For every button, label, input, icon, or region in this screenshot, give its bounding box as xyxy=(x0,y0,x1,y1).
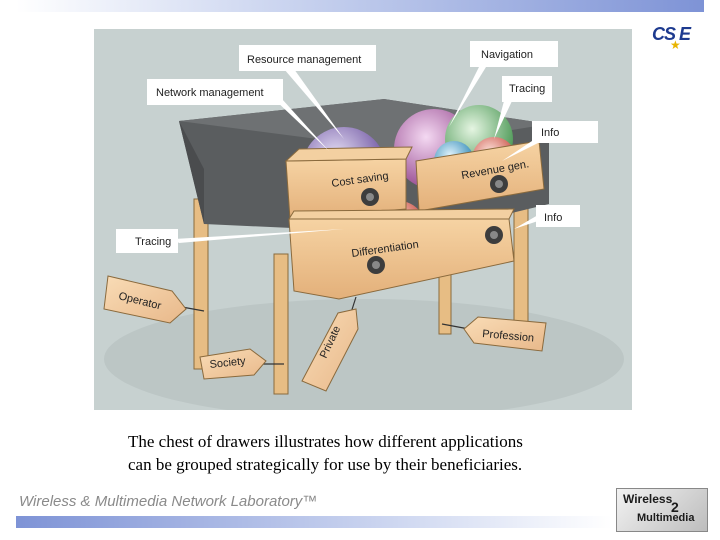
drawer-revenue-gen xyxy=(415,140,545,212)
star-icon: ★ xyxy=(670,38,681,52)
label-network-management: Network management xyxy=(156,87,264,99)
label-resource-management: Resource management xyxy=(247,54,361,66)
label-navigation: Navigation xyxy=(481,49,533,61)
wireless-multimedia-logo: Wireless 2 Multimedia xyxy=(616,488,708,532)
bottom-gradient-bar xyxy=(16,516,612,528)
top-gradient-bar xyxy=(16,0,704,12)
label-info-mid: Info xyxy=(544,212,562,224)
caption: The chest of drawers illustrates how dif… xyxy=(128,430,628,476)
tag-society: Society xyxy=(199,348,284,380)
callouts: Resource management Navigation Network m… xyxy=(116,41,598,253)
label-tracing-left: Tracing xyxy=(135,236,171,248)
drawer-differentiation xyxy=(288,208,515,300)
logo-wm-line2: 2 xyxy=(671,499,679,515)
logo-wm-line3: Multimedia xyxy=(637,512,695,524)
tag-profession: Profession xyxy=(441,316,547,352)
logo-wm-line1: Wireless xyxy=(623,492,673,506)
tag-label-society: Society xyxy=(209,355,247,371)
footer-lab-name: Wireless & Multimedia Network Laboratory… xyxy=(19,493,318,510)
caption-line-2: can be grouped strategically for use by … xyxy=(128,455,523,474)
cse-logo-text: CS E xyxy=(652,24,691,44)
chest-of-drawers-illustration: Cost saving Revenue gen. Differentiation… xyxy=(94,29,632,410)
label-info-top: Info xyxy=(541,127,559,139)
label-tracing-top: Tracing xyxy=(509,83,545,95)
tag-operator: Operator xyxy=(103,275,205,324)
drawer-cost-saving xyxy=(284,146,413,220)
caption-line-1: The chest of drawers illustrates how dif… xyxy=(128,432,523,451)
cse-logo: CS E ★ xyxy=(650,18,704,54)
tag-label-profession: Profession xyxy=(482,328,535,344)
